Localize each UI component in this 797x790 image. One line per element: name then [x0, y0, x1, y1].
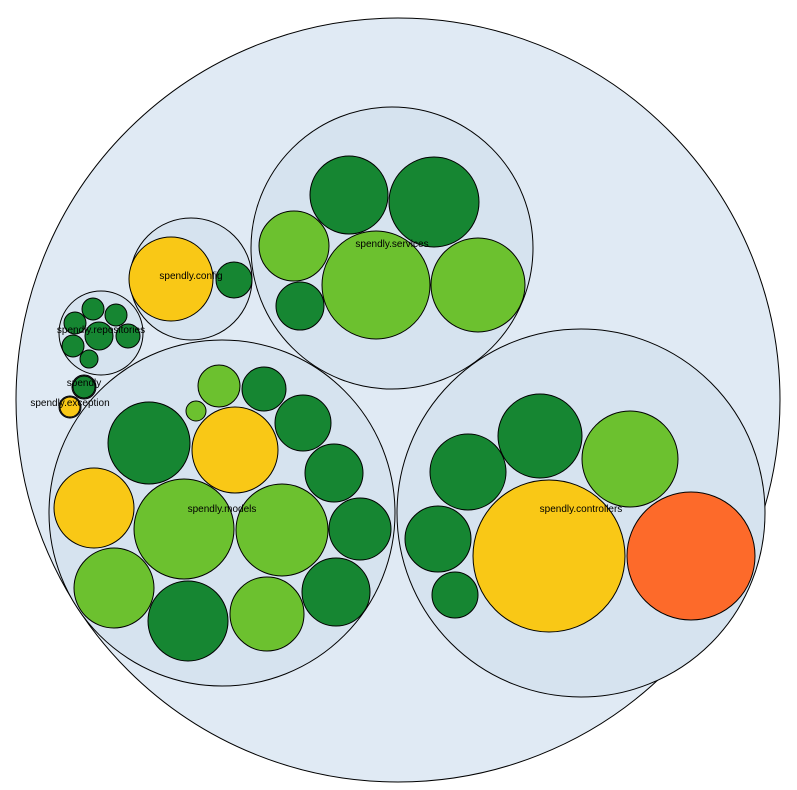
class-circle[interactable] [274, 394, 332, 452]
class-circle[interactable] [104, 303, 128, 327]
class-circle[interactable] [229, 576, 305, 652]
class-circle[interactable] [79, 349, 99, 369]
package-label: spendly.controllers [540, 504, 623, 515]
package-spendly-config[interactable]: spendly.config [128, 217, 253, 341]
class-circle[interactable] [185, 400, 207, 422]
class-circle[interactable] [59, 396, 81, 418]
package-spendly[interactable]: spendly [67, 374, 101, 400]
package-spendly-exception[interactable]: spendly.exception [30, 395, 110, 419]
class-circle[interactable] [84, 321, 114, 351]
class-circle[interactable] [430, 237, 526, 333]
class-circle[interactable] [81, 297, 105, 321]
class-circle[interactable] [388, 156, 480, 248]
class-circle[interactable] [581, 410, 679, 508]
class-circle[interactable] [115, 323, 141, 349]
class-circle[interactable] [107, 401, 191, 485]
class-circle[interactable] [321, 230, 431, 340]
class-circle[interactable] [133, 478, 235, 580]
class-circle[interactable] [128, 236, 214, 322]
class-circle[interactable] [215, 261, 253, 299]
class-circle[interactable] [429, 433, 507, 511]
package-label: spendly [67, 378, 101, 389]
class-circle[interactable] [197, 364, 241, 408]
package-spendly-models[interactable]: spendly.models [48, 339, 396, 687]
class-circle[interactable] [72, 375, 96, 399]
class-circle[interactable] [258, 210, 330, 282]
class-circle[interactable] [431, 571, 479, 619]
class-circle[interactable] [497, 393, 583, 479]
class-circle[interactable] [63, 311, 87, 335]
class-circle[interactable] [61, 334, 85, 358]
class-circle[interactable] [241, 366, 287, 412]
class-circle[interactable] [235, 483, 329, 577]
class-circle[interactable] [309, 155, 389, 235]
package-label: spendly.models [188, 504, 257, 515]
class-circle[interactable] [191, 406, 279, 494]
package-label: spendly.services [355, 239, 428, 250]
class-circle[interactable] [301, 557, 371, 627]
class-circle[interactable] [472, 479, 626, 633]
package-spendly-services[interactable]: spendly.services [250, 106, 534, 390]
class-circle[interactable] [147, 580, 229, 662]
class-circle[interactable] [275, 281, 325, 331]
class-circle[interactable] [53, 467, 135, 549]
package-label: spendly.exception [30, 398, 109, 409]
class-circle[interactable] [73, 547, 155, 629]
class-circle[interactable] [626, 491, 756, 621]
class-circle[interactable] [304, 443, 364, 503]
class-circle[interactable] [328, 497, 392, 561]
package-label: spendly.config [159, 271, 222, 282]
class-circle[interactable] [404, 505, 472, 573]
package-spendly-controllers[interactable]: spendly.controllers [396, 328, 766, 698]
package-label: spendly.repositories [57, 325, 145, 336]
package-spendly-repositories[interactable]: spendly.repositories [57, 290, 145, 376]
